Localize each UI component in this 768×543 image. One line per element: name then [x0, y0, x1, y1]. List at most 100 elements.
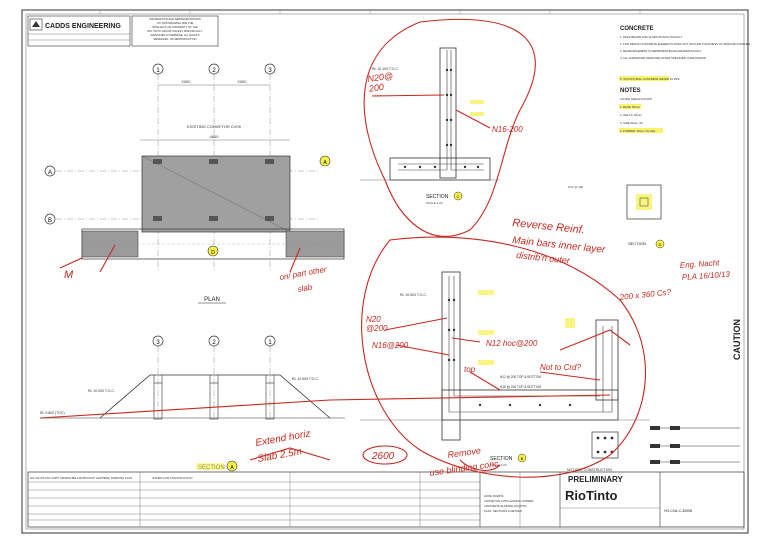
title-block: HO-CN4 PLANT HOPP. DRAWN BELLAM BUCKUP H…: [27, 468, 745, 528]
redline-markups: [39, 18, 647, 478]
revision-row: ISSUED FOR CONSTRUCTION: [152, 476, 192, 480]
grid-label-3: 3: [268, 68, 272, 74]
concrete-note-1: 1. PEAK BEAMS AND SLABS MONOLITHICALLY.: [620, 35, 683, 39]
drawing-number: HO-CN4-C-30008: [664, 509, 692, 513]
note-5: 4. FORMED: 40mm TO LEG: [620, 129, 656, 133]
section-c-scale: SCALE 1:20: [426, 201, 443, 205]
project-line-1: HOPE DOWNS: [484, 494, 504, 498]
dim-bay-2: 2000: [238, 79, 248, 84]
existing-conveyor-label: EXISTING CONVEYOR CV05: [187, 124, 242, 129]
detail-bar-mark: N16 @ 200: [568, 185, 584, 189]
section-marker-d: [207, 245, 219, 257]
revision-description: HO-CN4 PLANT HOPP. DRAWN BELLAM BUCKUP H…: [30, 476, 132, 480]
markup-n20-mid: N20@200: [366, 315, 388, 333]
notes-panel: CONCRETE 1. PEAK BEAMS AND SLABS MONOLIT…: [619, 26, 751, 133]
markup-remove-1: Remove: [447, 445, 482, 460]
markup-not-to-crd: Not to Crd?: [540, 363, 581, 372]
level-label-3: RL 9.800 (TOC): [40, 411, 65, 415]
plinth-group: [153, 159, 274, 221]
markup-dim-2600: [249, 447, 331, 461]
grid-label-2: 2: [212, 68, 216, 74]
earthworks-profile: [99, 374, 331, 419]
markup-leader-1: [371, 94, 445, 97]
section-c-id: C: [457, 194, 460, 199]
section-a-id: A: [230, 465, 234, 471]
markup-leader-3: [384, 317, 448, 331]
detail-section-title: SECTION: [628, 241, 646, 246]
notice-line-6: RESERVED. NO REPRODUCTION: [154, 37, 197, 41]
elev-grid-1: 1: [268, 340, 272, 346]
row-label-b: B: [48, 218, 52, 224]
project-line-3: CONCRETE SLAB RELOCATION: [484, 504, 526, 508]
sheet-inner-border: [25, 13, 745, 530]
bar-mark-b2: N16 @ 200 TOP & BOTTOM: [500, 385, 541, 389]
concrete-note-4: 4. ALL FORMWORK REMOVED AFTER SPECIFIED …: [620, 56, 707, 60]
markup-leader-9: [289, 247, 301, 273]
markup-leader-2: [455, 109, 491, 129]
markup-circle-2600: [362, 445, 408, 465]
company-logo-mark: [32, 21, 40, 27]
markup-eng-1: Eng. Nacht: [680, 258, 721, 270]
concrete-note-5: 5. STRUCTURAL CONCRETE GRADE 32 MPa: [620, 77, 680, 81]
row-bubble-a: [44, 165, 56, 177]
markup-left-mark: [59, 257, 83, 269]
level-label-1: RL 10.500 T.O.C.: [292, 377, 319, 381]
wall-c: [439, 47, 457, 179]
notice-line-5: IDENTIFIED OTHERWISE. ALL RIGHTS: [151, 33, 200, 37]
row-label-a: A: [48, 170, 52, 176]
section-a-id-plan: A: [323, 160, 327, 166]
markup-on-slab-2: slab: [297, 282, 314, 294]
section-b-id: B: [521, 456, 524, 461]
sheet-grid-ticks: [99, 10, 641, 14]
note-2: 1. BASE: 50mm: [620, 105, 641, 109]
section-d-id: D: [211, 250, 215, 256]
note-1: COVER SPECIFICATION: [620, 97, 652, 101]
note-4: 3. SIDE WALL: 50: [620, 121, 643, 125]
notice-line-4: RIO TINTO GROUP UNLESS SPECIFICALLY: [147, 29, 202, 33]
notes-heading: NOTES: [620, 88, 641, 94]
concrete-notes-heading: CONCRETE: [620, 26, 654, 32]
elev-grid-3: 3: [156, 340, 160, 346]
markup-m: M: [64, 269, 74, 281]
elevation-section-a: 3 2 1 RL 10.500 T.O.C. RL 10.000 T.O.C. …: [40, 335, 345, 472]
markup-leader-10: [559, 329, 631, 351]
section-c-level: RL 10.100 T.O.C.: [372, 67, 399, 71]
markup-n12-mid: N12 hoc@200: [486, 339, 538, 348]
detail-column: N16 @ 200 SECTION D: [568, 184, 665, 249]
markup-loop-bottom: [361, 236, 647, 478]
project-line-2: CONVEYOR CV05 LEADING HOPPER: [484, 499, 533, 503]
section-b-title: SECTION: [490, 456, 513, 462]
markup-leader-4: [395, 344, 450, 356]
markup-eng-2: PLA 16/10/13: [682, 270, 731, 282]
section-b-level: RL 10.500 T.O.C.: [400, 293, 427, 297]
markup-n20-top: N20@200: [366, 71, 395, 94]
section-marker-a-plan: [319, 155, 331, 167]
detail-section-id: D: [659, 242, 662, 247]
company-logo-icon: [29, 18, 43, 31]
company-name: CADDS ENGINEERING: [45, 23, 121, 30]
markup-2600: 2600: [371, 451, 395, 462]
company-block: CADDS ENGINEERING INFORMATION AND REPRES…: [27, 15, 219, 47]
dim-bay-1: 2000: [182, 79, 192, 84]
bar-mark-b1: N12 @ 200 TOP & BOTTOM: [500, 375, 541, 379]
section-c-view: SECTION C SCALE 1:20 RL 10.100 T.O.C.: [360, 47, 500, 205]
dim-overall: 4800: [210, 134, 220, 139]
markup-loop-top: [363, 18, 536, 237]
section-a-bubble: [226, 460, 238, 472]
markup-leader-8: [99, 244, 116, 273]
markup-n16-200: N16-200: [492, 125, 523, 134]
client-logo: RioTinto: [565, 488, 618, 503]
wall-b: [441, 271, 461, 441]
section-c-title: SECTION: [426, 194, 449, 200]
scale-bars: [650, 426, 740, 464]
markup-top-label: top: [464, 365, 476, 374]
concrete-note-3: 3. REINFORCEMENT IS REPRESENTED DIAGRAMM…: [620, 49, 702, 53]
markup-n16-mid: N16@200: [372, 341, 409, 350]
note-3: 2. WALLS: 50mm: [620, 113, 642, 117]
row-bubble-b: [44, 213, 56, 225]
notice-line-3: INTELLECTUAL PROPERTY OF THE: [152, 25, 198, 29]
section-b-scale: SCALE 1:20: [490, 463, 507, 467]
status-stamp: PRELIMINARY: [568, 475, 623, 484]
markup-leader-7: [539, 371, 601, 381]
